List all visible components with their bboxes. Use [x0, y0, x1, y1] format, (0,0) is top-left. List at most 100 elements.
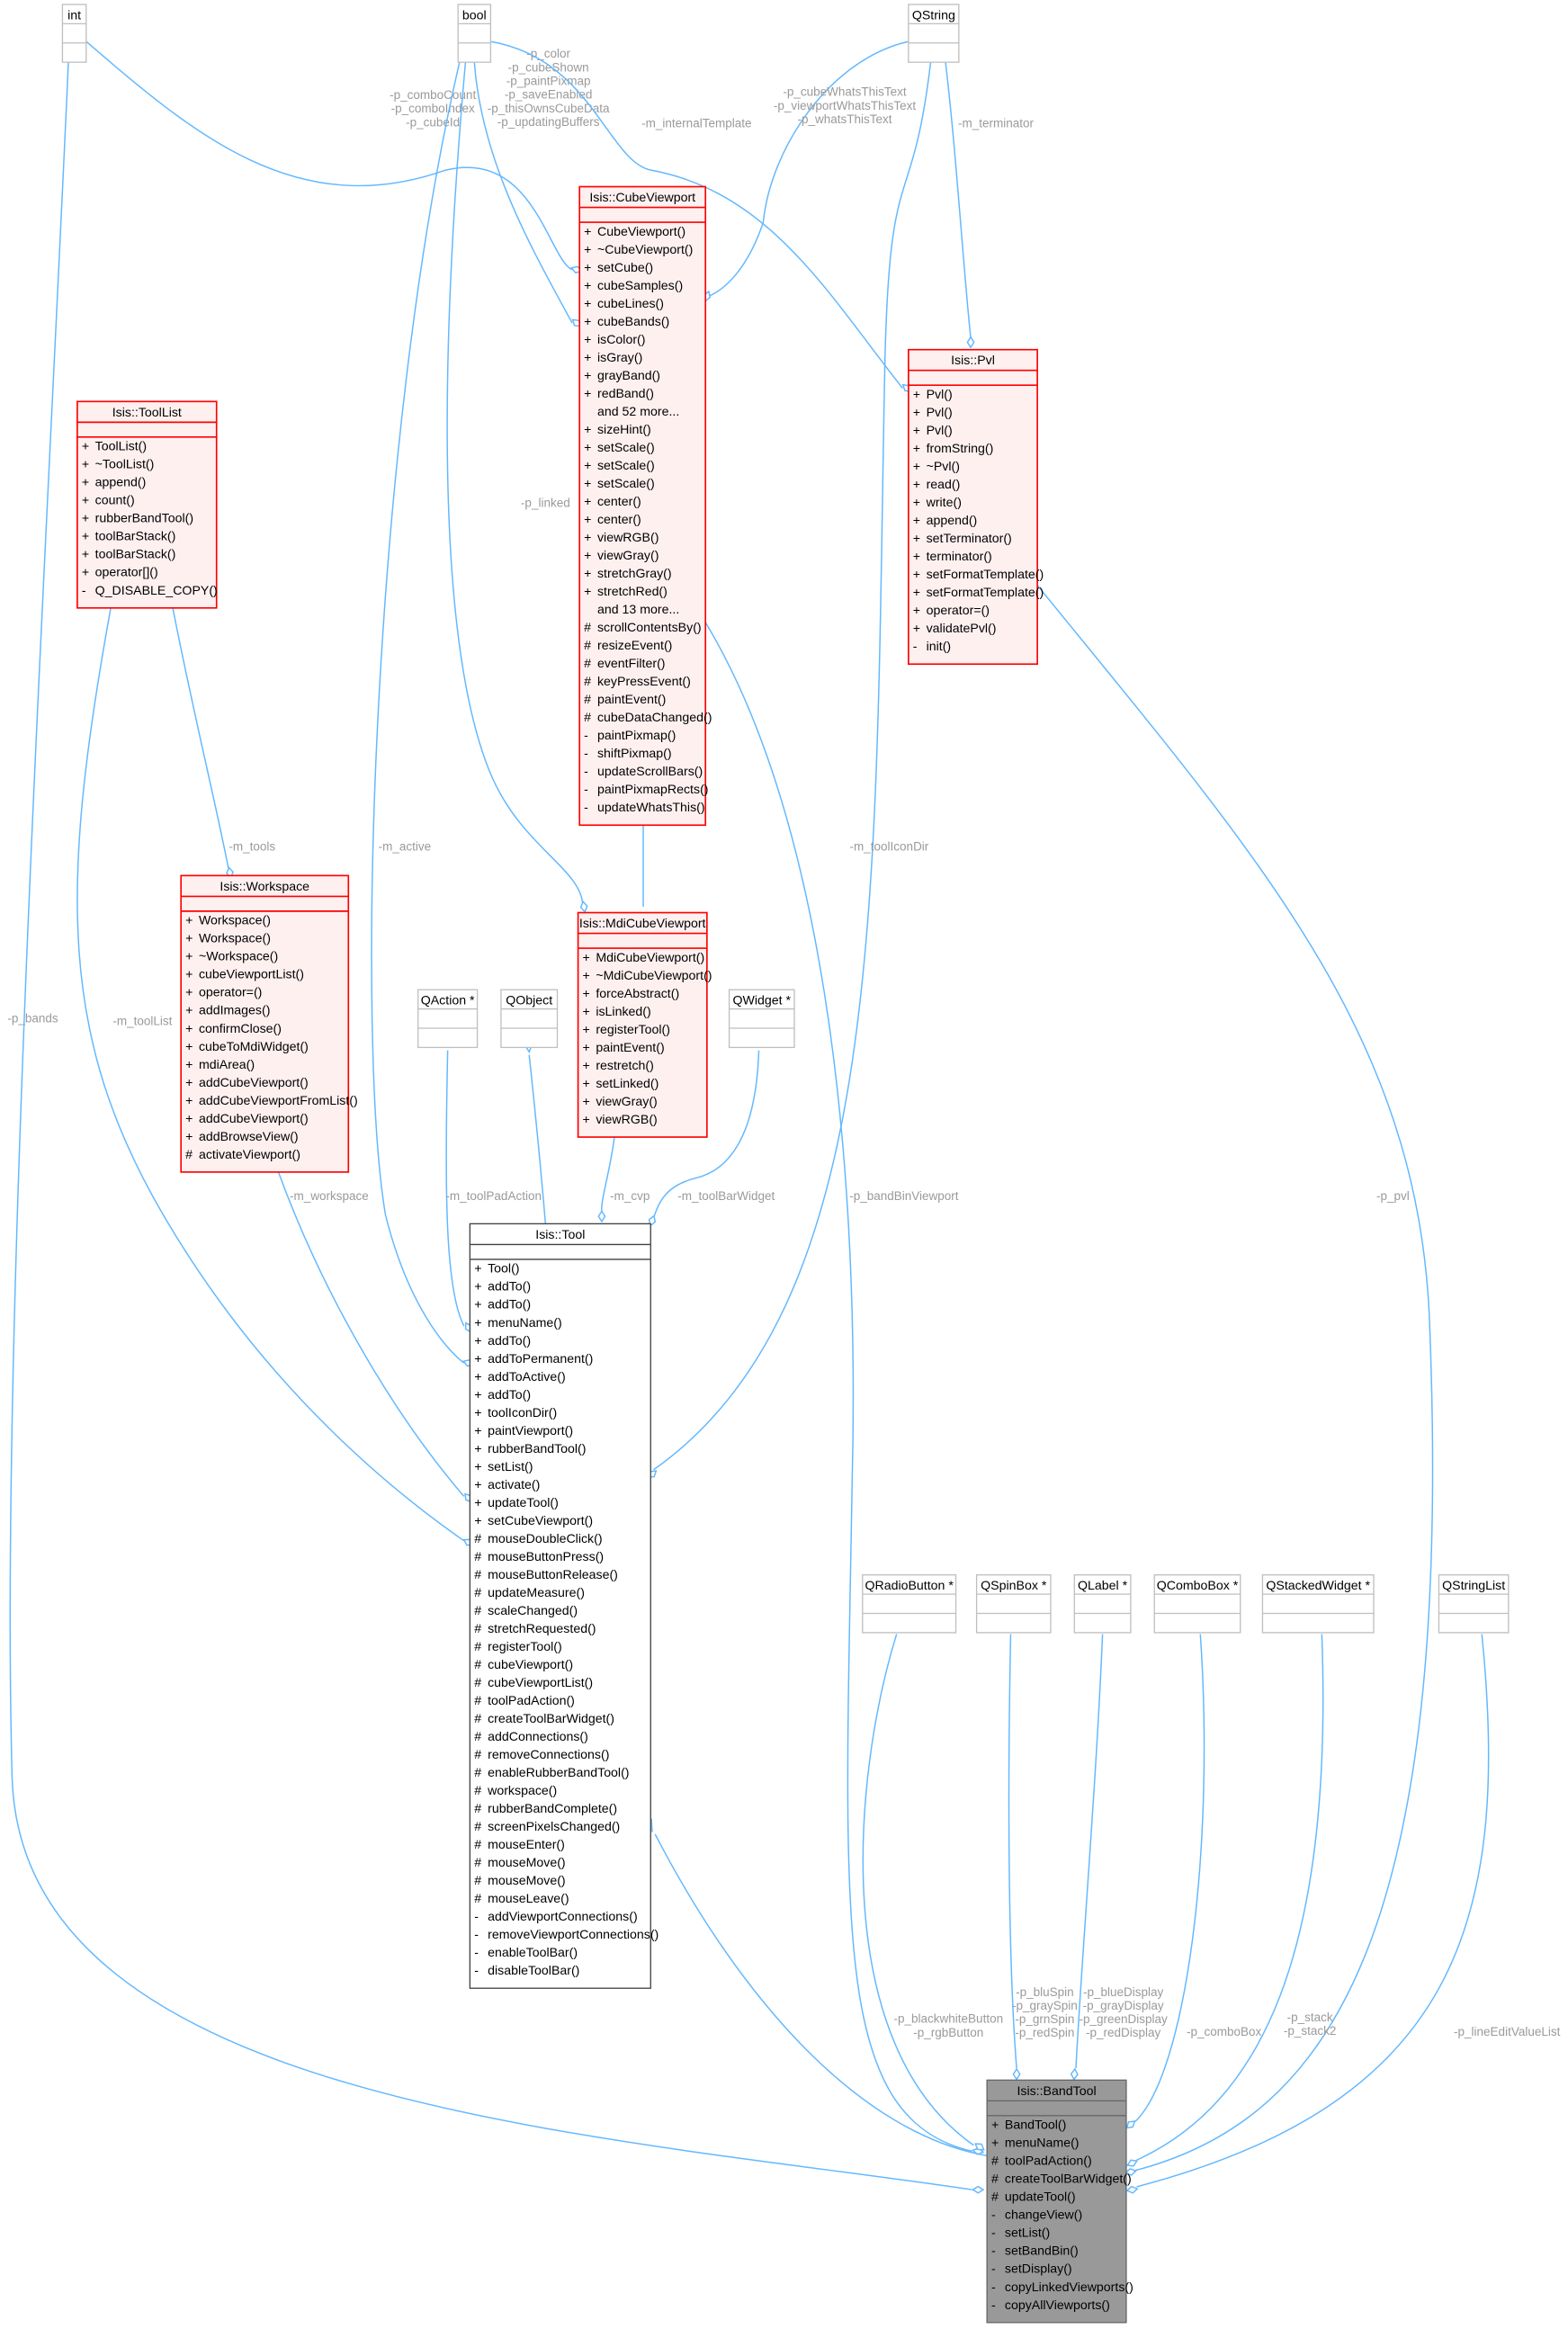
- member-name[interactable]: CubeViewport(): [597, 225, 685, 239]
- member-name[interactable]: scrollContentsBy(): [597, 621, 702, 635]
- class-name[interactable]: QStringList: [1442, 1579, 1505, 1593]
- member-name[interactable]: scaleChanged(): [488, 1604, 578, 1618]
- class-member[interactable]: +append(): [913, 514, 977, 528]
- class-member[interactable]: +activate(): [474, 1478, 540, 1492]
- class-member[interactable]: +center(): [584, 513, 641, 527]
- class-member[interactable]: #cubeViewport(): [474, 1658, 573, 1672]
- member-name[interactable]: mouseLeave(): [488, 1892, 569, 1906]
- member-name[interactable]: validatePvl(): [927, 622, 997, 636]
- class-member[interactable]: +setList(): [474, 1460, 533, 1474]
- member-name[interactable]: stretchRequested(): [488, 1622, 596, 1636]
- class-member[interactable]: +isLinked(): [583, 1005, 651, 1019]
- member-name[interactable]: addTo(): [488, 1280, 531, 1294]
- member-name[interactable]: viewRGB(): [597, 531, 659, 545]
- member-name[interactable]: center(): [597, 495, 641, 509]
- member-name[interactable]: and 52 more...: [597, 405, 679, 419]
- class-node-pvl[interactable]: Isis::Pvl+Pvl()+Pvl()+Pvl()+fromString()…: [908, 348, 1044, 666]
- member-name[interactable]: setCube(): [597, 261, 653, 275]
- class-node-bandtool[interactable]: Isis::BandTool+BandTool()+menuName()#too…: [986, 2079, 1133, 2324]
- class-member[interactable]: +addTo(): [474, 1280, 531, 1294]
- class-member[interactable]: and 52 more...: [597, 405, 679, 419]
- class-member[interactable]: +redBand(): [584, 387, 654, 401]
- class-name[interactable]: QLabel *: [1078, 1579, 1128, 1593]
- class-member[interactable]: -removeViewportConnections(): [474, 1928, 659, 1942]
- member-name[interactable]: setDisplay(): [1005, 2262, 1072, 2277]
- member-name[interactable]: mouseMove(): [488, 1874, 566, 1888]
- member-name[interactable]: viewRGB(): [596, 1113, 657, 1127]
- member-name[interactable]: setLinked(): [596, 1077, 659, 1091]
- member-name[interactable]: center(): [597, 513, 641, 527]
- member-name[interactable]: operator=(): [927, 604, 990, 618]
- member-name[interactable]: registerTool(): [488, 1640, 562, 1654]
- class-name[interactable]: QAction *: [421, 994, 475, 1008]
- class-node-qlabel[interactable]: QLabel *: [1073, 1574, 1132, 1634]
- class-member[interactable]: +Tool(): [474, 1262, 519, 1276]
- member-name[interactable]: restretch(): [596, 1059, 654, 1073]
- member-name[interactable]: mouseEnter(): [488, 1838, 565, 1852]
- member-name[interactable]: write(): [926, 496, 962, 510]
- member-name[interactable]: copyLinkedViewports(): [1005, 2280, 1133, 2295]
- member-name[interactable]: updateWhatsThis(): [597, 801, 705, 815]
- class-member[interactable]: #workspace(): [474, 1784, 557, 1798]
- class-member[interactable]: +cubeSamples(): [584, 279, 683, 293]
- class-member[interactable]: #createToolBarWidget(): [474, 1712, 614, 1726]
- member-name[interactable]: paintPixmapRects(): [597, 783, 709, 797]
- member-name[interactable]: workspace(): [487, 1784, 557, 1798]
- class-member[interactable]: -copyAllViewports(): [991, 2298, 1110, 2313]
- class-node-qwidget[interactable]: QWidget *: [728, 989, 795, 1049]
- member-name[interactable]: removeViewportConnections(): [488, 1928, 659, 1942]
- class-member[interactable]: +viewRGB(): [584, 531, 659, 545]
- class-member[interactable]: #updateTool(): [991, 2190, 1076, 2205]
- member-name[interactable]: operator[](): [95, 566, 158, 580]
- class-member[interactable]: +operator=(): [185, 986, 262, 1000]
- class-name[interactable]: QObject: [506, 994, 552, 1008]
- class-node-qaction[interactable]: QAction *: [417, 989, 479, 1049]
- member-name[interactable]: addTo(): [488, 1334, 531, 1348]
- class-member[interactable]: +MdiCubeViewport(): [583, 951, 705, 965]
- class-name[interactable]: QStackedWidget *: [1266, 1579, 1370, 1593]
- class-member[interactable]: and 13 more...: [597, 603, 679, 617]
- member-name[interactable]: paintEvent(): [597, 693, 666, 707]
- class-member[interactable]: +CubeViewport(): [584, 225, 685, 239]
- class-member[interactable]: +BandTool(): [991, 2118, 1066, 2133]
- class-member[interactable]: +Workspace(): [185, 932, 271, 946]
- class-name[interactable]: QRadioButton *: [865, 1579, 954, 1593]
- member-name[interactable]: createToolBarWidget(): [488, 1712, 614, 1726]
- member-name[interactable]: Pvl(): [927, 406, 953, 420]
- class-member[interactable]: #mouseButtonPress(): [474, 1550, 604, 1564]
- class-member[interactable]: +toolIconDir(): [474, 1406, 557, 1420]
- class-member[interactable]: -setDisplay(): [991, 2262, 1072, 2277]
- member-name[interactable]: MdiCubeViewport(): [596, 951, 704, 965]
- member-name[interactable]: init(): [927, 640, 952, 654]
- class-node-qstring[interactable]: QString: [908, 4, 960, 63]
- class-name[interactable]: Isis::ToolList: [112, 406, 182, 420]
- member-name[interactable]: cubeBands(): [597, 315, 669, 329]
- member-name[interactable]: setCubeViewport(): [488, 1514, 593, 1528]
- member-name[interactable]: isLinked(): [596, 1005, 650, 1019]
- member-name[interactable]: forceAbstract(): [596, 987, 679, 1001]
- class-member[interactable]: +stretchGray(): [584, 567, 671, 581]
- class-member[interactable]: #resizeEvent(): [584, 639, 672, 653]
- class-member[interactable]: +setLinked(): [583, 1077, 659, 1091]
- class-member[interactable]: #createToolBarWidget(): [991, 2172, 1132, 2187]
- member-name[interactable]: isColor(): [597, 333, 645, 347]
- class-name[interactable]: QWidget *: [733, 994, 792, 1008]
- member-name[interactable]: confirmClose(): [199, 1022, 282, 1036]
- member-name[interactable]: resizeEvent(): [597, 639, 672, 653]
- class-member[interactable]: +toolBarStack(): [82, 548, 176, 562]
- member-name[interactable]: redBand(): [597, 387, 654, 401]
- member-name[interactable]: enableRubberBandTool(): [488, 1766, 629, 1780]
- member-name[interactable]: cubeLines(): [597, 297, 664, 311]
- class-member[interactable]: -updateWhatsThis(): [584, 801, 704, 815]
- class-member[interactable]: -copyLinkedViewports(): [991, 2280, 1133, 2295]
- member-name[interactable]: setFormatTemplate(): [927, 568, 1044, 582]
- class-member[interactable]: +setFormatTemplate(): [913, 568, 1044, 582]
- member-name[interactable]: append(): [927, 514, 978, 528]
- member-name[interactable]: setList(): [488, 1460, 533, 1474]
- member-name[interactable]: cubeToMdiWidget(): [199, 1040, 309, 1054]
- class-name[interactable]: Isis::BandTool: [1017, 2084, 1096, 2099]
- member-name[interactable]: setTerminator(): [927, 532, 1012, 546]
- member-name[interactable]: addCubeViewportFromList(): [199, 1094, 358, 1108]
- class-member[interactable]: -init(): [913, 640, 951, 654]
- member-name[interactable]: and 13 more...: [597, 603, 679, 617]
